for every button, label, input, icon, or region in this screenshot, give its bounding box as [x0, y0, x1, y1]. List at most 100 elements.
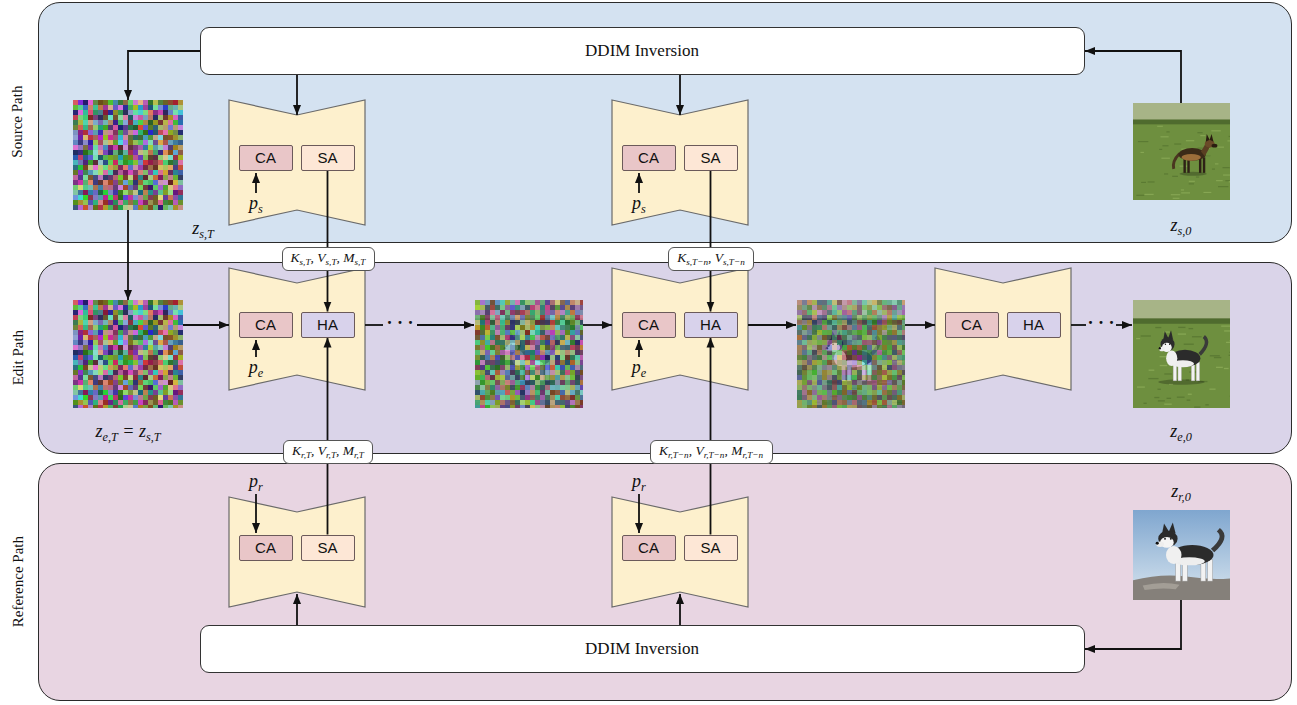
noise-cell — [495, 340, 500, 345]
noise-cell — [88, 140, 93, 145]
noise-cell — [73, 360, 78, 365]
noise-cell — [897, 310, 902, 315]
noise-cell — [143, 315, 148, 320]
noise-cell — [500, 360, 505, 365]
noise-cell — [857, 340, 862, 345]
noise-cell — [93, 155, 98, 160]
noise-cell — [862, 340, 867, 345]
noise-cell — [123, 355, 128, 360]
noise-cell — [118, 165, 123, 170]
noise-cell — [510, 340, 515, 345]
noise-cell — [560, 365, 565, 370]
noise-cell — [163, 300, 168, 305]
noise-cell — [128, 160, 133, 165]
noise-cell — [83, 360, 88, 365]
noise-cell — [510, 375, 515, 380]
noise-cell — [520, 355, 525, 360]
noise-cell — [515, 330, 520, 335]
noise-cell — [570, 325, 575, 330]
noise-cell — [555, 385, 560, 390]
cross-attention-box: CA — [239, 312, 293, 338]
noise-cell — [118, 105, 123, 110]
noise-cell — [123, 145, 128, 150]
noise-cell — [78, 120, 83, 125]
noise-cell — [515, 335, 520, 340]
noise-cell — [148, 135, 153, 140]
noise-cell — [78, 140, 83, 145]
noise-cell — [163, 345, 168, 350]
noise-cell — [822, 330, 827, 335]
noise-cell — [168, 310, 173, 315]
noise-cell — [133, 355, 138, 360]
noise-cell — [118, 320, 123, 325]
noise-cell — [530, 375, 535, 380]
noise-cell — [158, 315, 163, 320]
noise-cell — [580, 355, 583, 360]
noise-cell — [173, 395, 178, 400]
noise-cell — [575, 375, 580, 380]
noise-cell — [158, 330, 163, 335]
noise-cell — [98, 110, 103, 115]
noise-cell — [108, 360, 113, 365]
noise-cell — [173, 100, 178, 105]
noise-cell — [88, 180, 93, 185]
noise-cell — [113, 155, 118, 160]
noise-cell — [515, 405, 520, 408]
noise-cell — [148, 145, 153, 150]
hybrid-attention-box: HA — [301, 312, 355, 338]
noise-cell — [882, 345, 887, 350]
noise-cell — [108, 180, 113, 185]
noise-cell — [93, 385, 98, 390]
noise-cell — [138, 160, 143, 165]
noise-cell — [98, 310, 103, 315]
noise-cell — [108, 105, 113, 110]
noise-cell — [540, 370, 545, 375]
noise-cell — [168, 350, 173, 355]
noise-cell — [495, 360, 500, 365]
noise-cell — [822, 305, 827, 310]
noise-cell — [902, 340, 905, 345]
noise-cell — [143, 330, 148, 335]
noise-cell — [133, 185, 138, 190]
noise-cell — [108, 320, 113, 325]
noise-cell — [555, 335, 560, 340]
noise-cell — [128, 300, 133, 305]
noise-cell — [138, 320, 143, 325]
noise-cell — [173, 375, 178, 380]
noise-cell — [862, 315, 867, 320]
noise-cell — [812, 315, 817, 320]
noise-cell — [490, 405, 495, 408]
noise-cell — [168, 345, 173, 350]
noise-cell — [510, 360, 515, 365]
noise-cell — [163, 375, 168, 380]
unet-shape — [612, 100, 748, 225]
noise-cell — [148, 205, 153, 210]
noise-cell — [163, 325, 168, 330]
noise-cell — [857, 305, 862, 310]
noise-cell — [103, 300, 108, 305]
noise-cell — [158, 325, 163, 330]
noise-cell — [490, 340, 495, 345]
noise-cell — [143, 345, 148, 350]
noise-cell — [73, 195, 78, 200]
noise-cell — [133, 365, 138, 370]
noise-cell — [133, 340, 138, 345]
self-attention-box: SA — [301, 535, 355, 561]
noise-cell — [88, 200, 93, 205]
noise-cell — [158, 355, 163, 360]
noise-cell — [108, 370, 113, 375]
noise-cell — [108, 195, 113, 200]
noise-cell — [158, 305, 163, 310]
noise-cell — [153, 345, 158, 350]
noise-cell — [560, 385, 565, 390]
noise-cell — [138, 335, 143, 340]
noise-cell — [93, 300, 98, 305]
noise-cell — [93, 345, 98, 350]
noise-cell — [123, 340, 128, 345]
noise-cell — [128, 190, 133, 195]
noise-cell — [847, 330, 852, 335]
noise-cell — [93, 110, 98, 115]
noise-cell — [560, 370, 565, 375]
noise-cell — [83, 140, 88, 145]
